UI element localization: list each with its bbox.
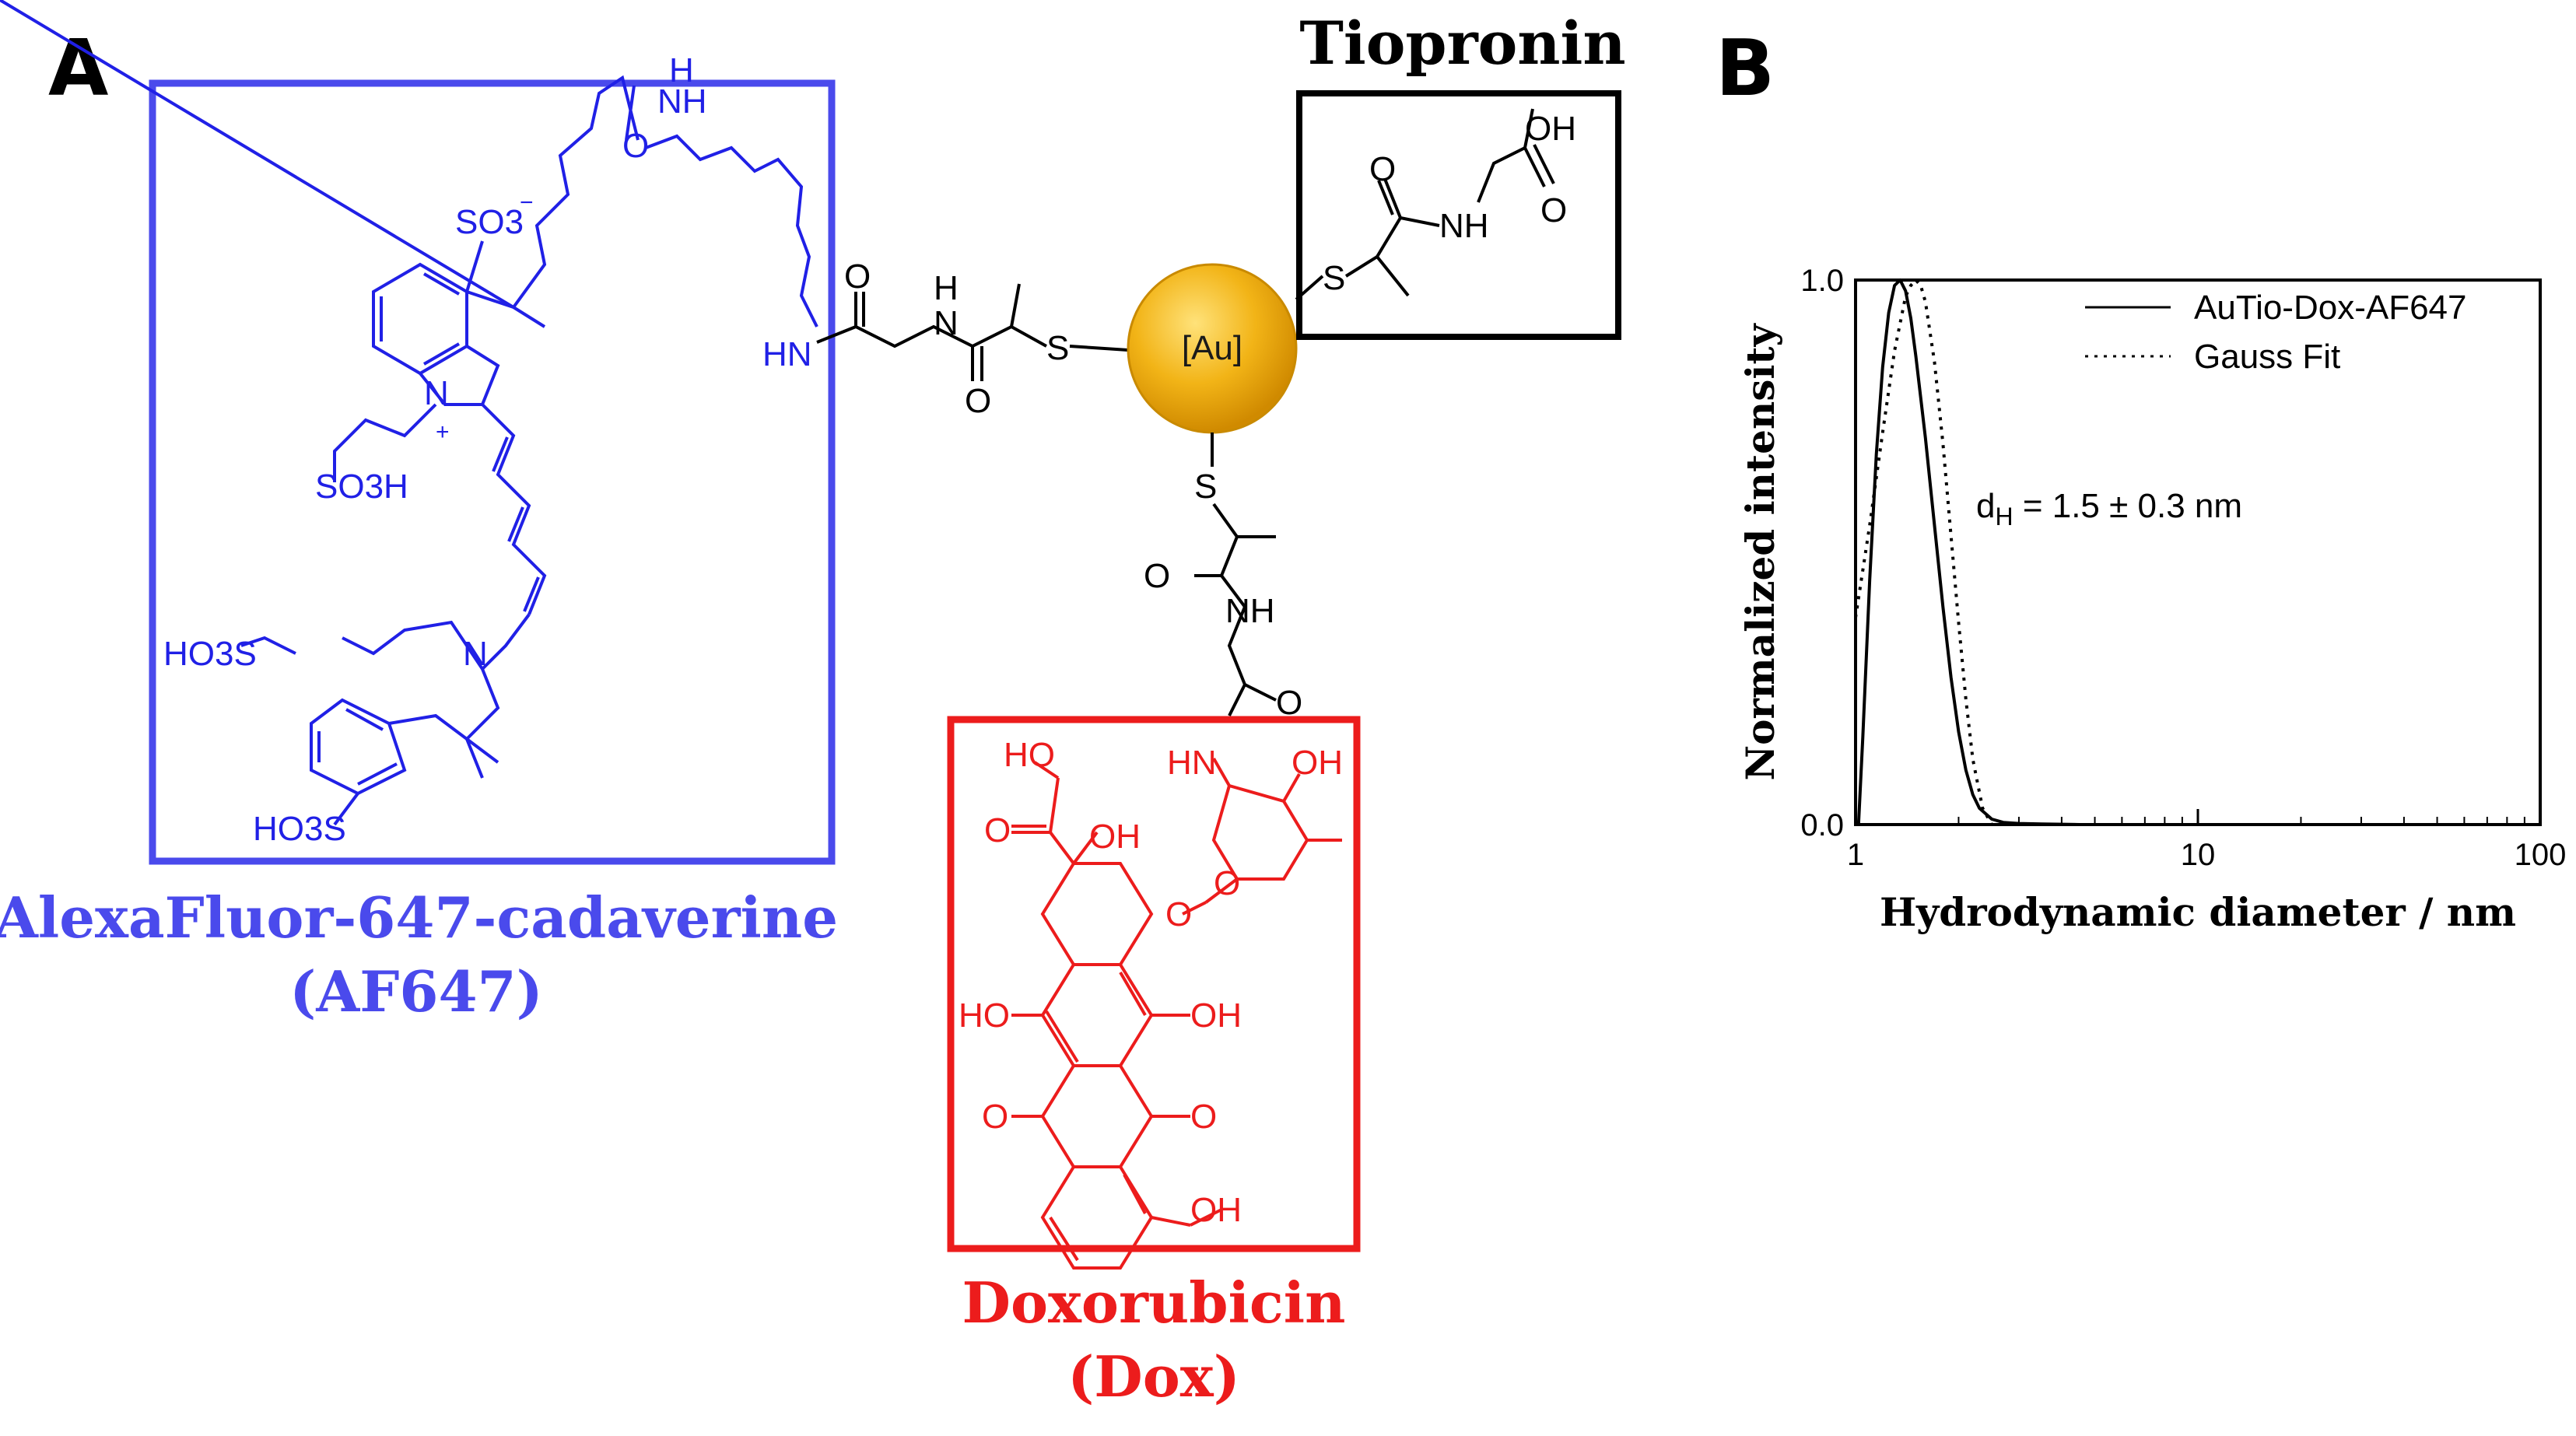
- linker-structure: O H N S O HN: [762, 257, 1129, 420]
- dox-label-oh-2: OH: [1089, 818, 1141, 856]
- y-tick-label: 0.0: [1800, 808, 1844, 842]
- doxorubicin-abbr: (Dox): [1067, 1343, 1240, 1410]
- dox-label-o-2: O: [982, 1098, 1008, 1136]
- doxorubicin-bonds: [1011, 758, 1342, 1270]
- tiopronin-atom-labels: OH O NH O S: [1323, 110, 1576, 297]
- dh-annotation-sub: H: [1995, 503, 2013, 531]
- dh-annotation: dH = 1.5 ± 0.3 nm: [1976, 487, 2242, 531]
- y-axis-ticks: 0.0 1.0: [1800, 264, 1871, 842]
- af647-label-ho3s-1: HO3S: [163, 635, 257, 673]
- dls-chart: 1 10 100 0.0 1.0 Hydrodynamic diameter / nm…: [1737, 264, 2566, 935]
- x-axis-ticks: 1 10 100: [1847, 809, 2567, 872]
- af647-abbr: (AF647): [289, 958, 542, 1024]
- tiopronin-bonds: [1295, 108, 1555, 301]
- dox-linker-label-o: O: [1144, 557, 1170, 595]
- dh-annotation-main: d: [1976, 487, 1995, 525]
- gold-label: [Au]: [1182, 329, 1242, 367]
- af647-label-nh: NH: [657, 82, 707, 121]
- linker-label-o2: O: [965, 382, 991, 420]
- y-tick-label: 1.0: [1800, 264, 1844, 298]
- af647-label-n: N: [424, 374, 449, 412]
- x-axis-title: Hydrodynamic diameter / nm: [1880, 889, 2516, 935]
- af647-label-so3h: SO3H: [315, 468, 408, 506]
- af647-label-so3: SO3: [455, 203, 524, 241]
- af647-box: [149, 79, 836, 865]
- linker-bonds: [816, 283, 1129, 381]
- af647-structure: SO3 − NH H N + SO3H HO3S N HO3S O AlexaF…: [0, 0, 838, 1024]
- panel-b-letter: B: [1716, 23, 1775, 114]
- af647-label-h: H: [669, 51, 694, 89]
- linker-label-h: H: [934, 269, 959, 307]
- dox-label-o-ring: O: [1165, 895, 1192, 933]
- chart-legend: AuTio-Dox-AF647 Gauss Fit: [2085, 289, 2467, 376]
- dox-label-ho-2: HO: [959, 996, 1010, 1035]
- tiopronin-label-o2: O: [1540, 191, 1567, 229]
- af647-label-plus: +: [436, 419, 450, 445]
- tiopronin-name: Tiopronin: [1299, 9, 1625, 78]
- doxorubicin-atom-labels: HO OH HN OH O O HO OH O O O OH: [959, 736, 1343, 1229]
- series-line-0: [1856, 278, 2540, 826]
- dox-label-oh-3: OH: [1190, 996, 1242, 1035]
- dox-label-oh-1: OH: [1292, 744, 1343, 782]
- series-layer: [1854, 278, 2540, 826]
- dox-linker-label-o2: O: [1276, 684, 1302, 722]
- y-axis-title: Normalized intensity: [1737, 322, 1783, 780]
- panel-a-letter: A: [48, 23, 108, 114]
- linker-atom-labels: O H N S O: [844, 257, 1069, 420]
- dox-linker-atom-labels: S O NH O: [1144, 468, 1302, 722]
- doxorubicin-name: Doxorubicin: [962, 1270, 1346, 1336]
- tiopronin-label-o1: O: [1369, 150, 1396, 188]
- dox-linker-structure: S O NH O: [1144, 433, 1302, 722]
- tiopronin-label-s: S: [1323, 259, 1345, 297]
- dox-label-o-3: O: [1190, 1098, 1217, 1136]
- dox-label-hn: HN: [1167, 744, 1217, 782]
- af647-label-o: O: [622, 127, 649, 165]
- af647-label-charge: −: [520, 190, 534, 215]
- dox-linker-bonds: [1194, 433, 1277, 716]
- gold-nanoparticle: [Au]: [1127, 263, 1298, 434]
- dox-linker-label-nh: NH: [1225, 592, 1275, 630]
- linker-label-n: N: [934, 304, 959, 342]
- x-tick-label: 100: [2515, 838, 2567, 872]
- dox-label-o-4: O: [1214, 864, 1240, 902]
- tiopronin-structure: Tiopronin OH O NH O S: [1295, 9, 1626, 340]
- dox-linker-label-s: S: [1194, 468, 1217, 506]
- tiopronin-label-nh: NH: [1439, 207, 1489, 245]
- af647-bonds: [0, 0, 818, 826]
- dox-label-ho-1: HO: [1004, 736, 1055, 774]
- linker-label-o1: O: [844, 257, 871, 296]
- af647-name: AlexaFluor-647-cadaverine: [0, 884, 838, 951]
- legend-label-auto-dox: AuTio-Dox-AF647: [2194, 289, 2467, 327]
- dh-annotation-rest: = 1.5 ± 0.3 nm: [2013, 487, 2242, 525]
- x-tick-label: 1: [1847, 838, 1864, 872]
- linker-label-s1: S: [1046, 329, 1069, 367]
- af647-atom-labels: SO3 − NH H N + SO3H HO3S N HO3S O: [163, 51, 707, 848]
- dox-label-o-5: OH: [1190, 1191, 1242, 1229]
- legend-label-gauss: Gauss Fit: [2194, 338, 2340, 376]
- doxorubicin-structure: HO OH HN OH O O HO OH O O O OH Doxorubic…: [947, 716, 1361, 1410]
- dox-label-o-1: O: [984, 811, 1011, 849]
- tiopronin-box: [1296, 90, 1621, 340]
- tiopronin-label-oh: OH: [1525, 110, 1576, 148]
- doxorubicin-box: [947, 716, 1361, 1252]
- af647-label-n2: N: [463, 635, 488, 673]
- linker-label-hn: HN: [762, 335, 812, 373]
- af647-label-ho3s-2: HO3S: [253, 810, 346, 848]
- x-tick-label: 10: [2181, 838, 2216, 872]
